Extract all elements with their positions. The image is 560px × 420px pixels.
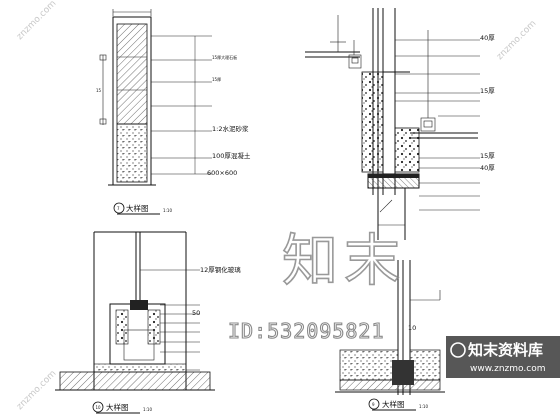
svg-text:大样图: 大样图 [106,402,129,412]
panel-8-leaders [395,39,480,211]
watermark-id: ID:532095821 [228,319,385,343]
panel-10-detail: 12厚钢化玻璃 50 10 大样图 1:10 [55,231,241,414]
panel-10-label-50: 50 [192,309,200,317]
svg-text:7: 7 [117,206,120,211]
watermark-diagonal-3: znzmo.com [15,369,58,412]
panel-8-detail: 40厚 15厚 15厚 40厚 [305,8,495,240]
panel-8-label-40-top: 40厚 [480,34,495,42]
panel-9-detail: 10 9 大样图 1:10 [335,260,445,411]
panel-7-label-concrete: 100厚混凝土 [212,151,251,160]
svg-text:大样图: 大样图 [126,203,149,213]
panel-7-detail: 15 15厚大理石板 15厚 1:2水泥砂浆 100厚混凝土 600×600 7… [96,9,251,215]
panel-9-caption: 9 大样图 1:10 [368,398,428,411]
logo-url: www.znzmo.com [470,364,545,374]
watermark-diagonal-1: znzmo.com [15,0,58,42]
panel-7-label-tile: 600×600 [207,169,237,177]
panel-7-leaders [151,35,212,175]
watermark-diagonal-2: znzmo.com [495,19,538,62]
panel-8-label-15-mid: 15厚 [480,152,495,160]
panel-10-label-glass: 12厚钢化玻璃 [200,265,241,274]
svg-text:1:10: 1:10 [163,208,172,213]
svg-text:10: 10 [96,405,102,410]
svg-text:1:10: 1:10 [143,407,152,412]
panel-7-caption: 7 大样图 1:10 [113,202,172,215]
panel-7-label-dim2: 15厚 [212,77,221,82]
svg-text:大样图: 大样图 [382,399,405,409]
panel-7-label-dim1: 15厚大理石板 [212,54,237,60]
panel-10-leaders [140,269,200,371]
watermark-brand: 知末 [282,229,406,294]
panel-7-label-mortar: 1:2水泥砂浆 [212,124,249,133]
brand-logo: 知末资料库 www.znzmo.com [446,336,560,378]
svg-text:15: 15 [96,88,102,93]
panel-8-label-40-mid: 40厚 [480,164,495,172]
svg-text:9: 9 [372,402,375,407]
logo-name: 知末资料库 [468,341,543,359]
panel-10-caption: 10 大样图 1:10 [92,401,152,414]
panel-8-label-15-top: 15厚 [480,87,495,95]
watermark-layer: znzmo.com znzmo.com znzmo.com 知末 ID:5320… [15,0,538,412]
panel-9-label-10: 10 [408,324,416,332]
svg-text:1:10: 1:10 [419,404,428,409]
